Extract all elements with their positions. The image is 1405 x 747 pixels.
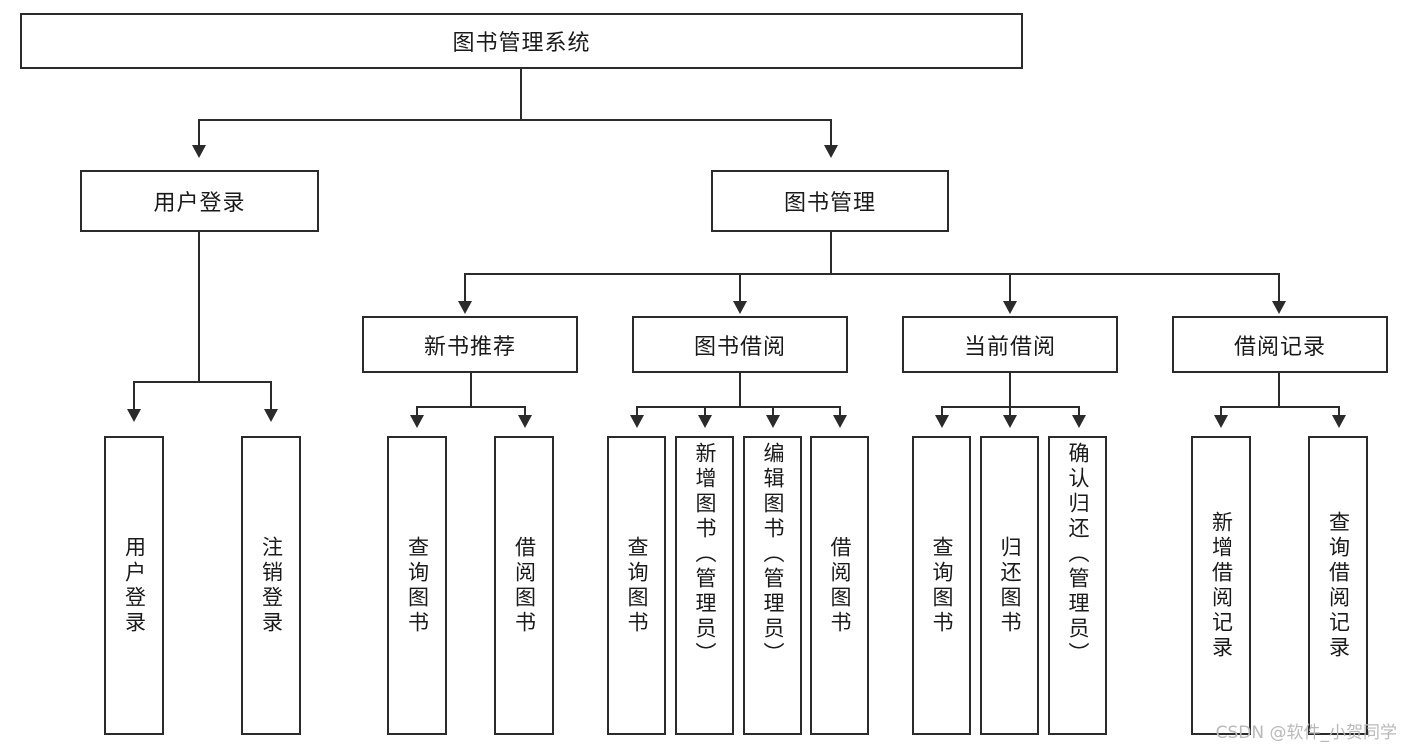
node-label: 借阅图书 <box>828 535 852 636</box>
node-label: 编辑图书（管理员） <box>761 442 785 667</box>
node-label: 新书推荐 <box>423 334 516 360</box>
node-label: 图书管理 <box>783 191 876 216</box>
node-book-borrow[interactable]: 图书借阅 <box>632 316 848 373</box>
connector-bm-drop-1 <box>464 273 466 303</box>
node-borrow-record[interactable]: 借阅记录 <box>1172 316 1388 373</box>
connector-nbr-stem <box>470 373 472 407</box>
node-leaf-query-book-2[interactable]: 查询图书 <box>607 436 666 735</box>
arrow-bb-leaf-4 <box>833 415 847 428</box>
connector-cb-drop-3 <box>1078 406 1080 418</box>
arrow-nbr-leaf-1 <box>410 415 424 428</box>
arrow-bb-leaf-1 <box>630 415 644 428</box>
node-label: 新增借阅记录 <box>1209 510 1234 661</box>
node-label: 查询图书 <box>930 535 954 636</box>
connector-bb-drop-4 <box>839 406 841 418</box>
arrow-bm-to-current-borrow <box>1003 301 1017 314</box>
node-leaf-user-login[interactable]: 用户登录 <box>104 436 164 735</box>
connector-user-login-stem <box>198 232 200 382</box>
node-leaf-confirm-return[interactable]: 确认归还（管理员） <box>1048 436 1107 735</box>
node-label: 查询借阅记录 <box>1326 510 1351 661</box>
connector-bm-drop-3 <box>1009 273 1011 303</box>
node-label: 图书借阅 <box>693 334 786 360</box>
arrow-br-leaf-2 <box>1332 415 1346 428</box>
connector-book-manage-bus <box>464 273 1280 275</box>
arrow-cb-leaf-3 <box>1072 415 1086 428</box>
arrow-user-login-leaf-1 <box>127 409 141 422</box>
node-label: 借阅图书 <box>512 535 537 636</box>
node-new-book-rec[interactable]: 新书推荐 <box>362 316 578 373</box>
arrow-user-login-leaf-2 <box>264 409 278 422</box>
node-label: 用户登录 <box>122 535 147 636</box>
connector-bb-stem <box>739 373 741 407</box>
node-label: 查询图书 <box>625 535 649 636</box>
connector-book-manage-stem <box>830 232 832 274</box>
connector-nbr-bus <box>416 406 524 408</box>
node-leaf-user-logout[interactable]: 注销登录 <box>241 436 301 735</box>
node-book-manage[interactable]: 图书管理 <box>711 170 949 232</box>
connector-br-drop-2 <box>1338 406 1340 418</box>
connector-cb-drop-1 <box>941 406 943 418</box>
arrow-bb-leaf-2 <box>698 415 712 428</box>
connector-nbr-drop-1 <box>416 406 418 418</box>
node-leaf-return-book[interactable]: 归还图书 <box>980 436 1039 735</box>
node-label: 新增图书（管理员） <box>693 442 717 667</box>
connector-user-login-drop-1 <box>133 381 135 411</box>
node-leaf-query-book-3[interactable]: 查询图书 <box>912 436 971 735</box>
node-leaf-edit-book[interactable]: 编辑图书（管理员） <box>743 436 802 735</box>
arrow-cb-leaf-2 <box>1003 415 1017 428</box>
arrow-bm-to-borrow-record <box>1272 301 1286 314</box>
connector-user-login-bus <box>133 381 270 383</box>
connector-bm-drop-4 <box>1278 273 1280 303</box>
csdn-watermark: CSDN @软件_小贺同学 <box>1215 723 1397 743</box>
node-leaf-borrow-book-2[interactable]: 借阅图书 <box>810 436 869 735</box>
node-user-login[interactable]: 用户登录 <box>80 170 319 232</box>
node-label: 当前借阅 <box>963 334 1056 360</box>
node-label: 用户登录 <box>153 191 246 216</box>
node-leaf-add-record[interactable]: 新增借阅记录 <box>1191 436 1251 735</box>
connector-root-stem <box>520 69 522 120</box>
connector-user-login-drop-2 <box>270 381 272 411</box>
node-leaf-query-record[interactable]: 查询借阅记录 <box>1308 436 1368 735</box>
connector-br-drop-1 <box>1220 406 1222 418</box>
arrow-bm-to-new-book-rec <box>458 301 472 314</box>
node-label: 图书管理系统 <box>452 31 591 56</box>
arrow-nbr-leaf-2 <box>518 415 532 428</box>
connector-root-to-book-manage <box>830 119 832 147</box>
node-leaf-borrow-book-1[interactable]: 借阅图书 <box>494 436 554 735</box>
connector-root-to-user-login <box>198 119 200 147</box>
connector-bm-drop-2 <box>739 273 741 303</box>
arrow-root-to-user-login <box>192 145 206 158</box>
connector-bb-bus <box>636 406 839 408</box>
node-label: 归还图书 <box>998 535 1022 636</box>
node-label: 确认归还（管理员） <box>1066 442 1090 667</box>
connector-cb-stem <box>1009 373 1011 407</box>
node-current-borrow[interactable]: 当前借阅 <box>902 316 1118 373</box>
node-label: 注销登录 <box>259 535 284 636</box>
arrow-bm-to-book-borrow <box>733 301 747 314</box>
arrow-root-to-book-manage <box>824 145 838 158</box>
node-root-system[interactable]: 图书管理系统 <box>20 13 1023 69</box>
node-leaf-add-book[interactable]: 新增图书（管理员） <box>675 436 734 735</box>
connector-root-bus <box>198 119 832 121</box>
node-label: 查询图书 <box>405 535 430 636</box>
arrow-cb-leaf-1 <box>935 415 949 428</box>
node-label: 借阅记录 <box>1233 334 1326 360</box>
connector-cb-drop-2 <box>1009 406 1011 418</box>
connector-nbr-drop-2 <box>524 406 526 418</box>
node-leaf-query-book-1[interactable]: 查询图书 <box>387 436 447 735</box>
arrow-bb-leaf-3 <box>766 415 780 428</box>
arrow-br-leaf-1 <box>1214 415 1228 428</box>
connector-bb-drop-1 <box>636 406 638 418</box>
connector-br-bus <box>1220 406 1338 408</box>
connector-br-stem <box>1278 373 1280 407</box>
connector-bb-drop-2 <box>704 406 706 418</box>
connector-bb-drop-3 <box>772 406 774 418</box>
